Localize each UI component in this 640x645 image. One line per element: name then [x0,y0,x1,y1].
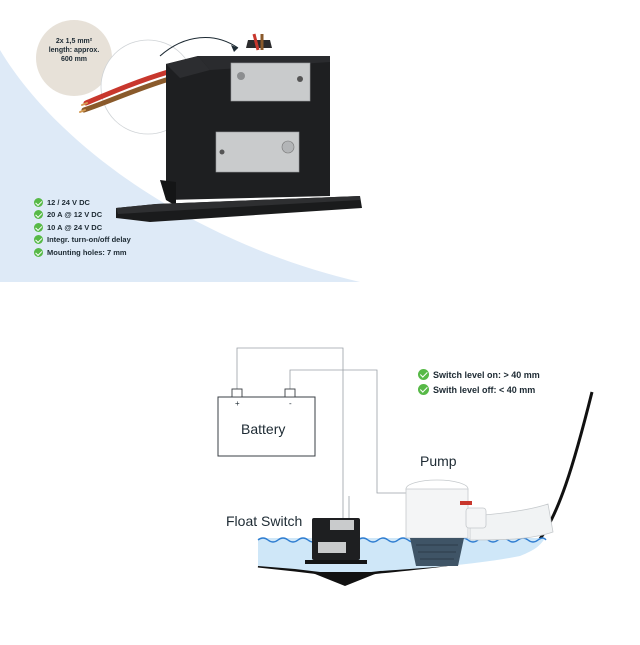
spec-label: Mounting holes: 7 mm [47,247,127,257]
battery: + - [217,388,316,457]
battery-minus-sign: - [289,399,292,408]
callout-bubble [36,20,112,96]
check-icon [418,369,429,380]
spec-label: 10 A @ 24 V DC [47,222,103,232]
spec-item: 12 / 24 V DC [34,196,131,209]
check-icon [34,222,43,232]
spec-label: 12 / 24 V DC [47,197,90,207]
pump-label: Pump [420,453,457,469]
check-icon [34,197,43,207]
callout-arrowhead [231,45,238,52]
pump-hose [469,503,554,541]
spec-item: 20 A @ 12 V DC [34,209,131,222]
mounting-plate-top [230,62,311,102]
battery-terminal-minus [284,388,296,398]
bilge-pump [405,479,487,566]
background-arc [0,50,360,282]
switch-level-list: Switch level on: > 40 mm Swith level off… [418,367,540,397]
spec-item: 10 A @ 24 V DC [34,221,131,234]
cable-callout-text: 2x 1,5 mm² length: approx. 600 mm [48,38,100,63]
level-label: Switch level on: > 40 mm [433,369,540,380]
water [258,538,545,575]
spec-item: Mounting holes: 7 mm [34,246,131,259]
battery-label: Battery [241,421,286,437]
check-icon [34,235,43,245]
diagram-float-switch [305,518,367,564]
check-icon [34,210,43,220]
spec-list: 12 / 24 V DC 20 A @ 12 V DC 10 A @ 24 V … [34,196,131,259]
level-item: Switch level on: > 40 mm [418,367,540,382]
battery-plus-sign: + [235,399,240,408]
callout-arrow [159,37,239,57]
diagram-wires [236,347,410,518]
float-switch-product [116,33,362,222]
battery-terminal-plus [231,388,243,398]
check-icon [34,247,43,257]
keel [310,572,380,586]
level-item: Swith level off: < 40 mm [418,382,540,397]
spec-label: Integr. turn-on/off delay [47,235,131,245]
spec-item: Integr. turn-on/off delay [34,234,131,247]
float-switch-label: Float Switch [226,513,303,529]
check-icon [418,384,429,395]
level-label: Swith level off: < 40 mm [433,384,536,395]
spec-label: 20 A @ 12 V DC [47,210,103,220]
